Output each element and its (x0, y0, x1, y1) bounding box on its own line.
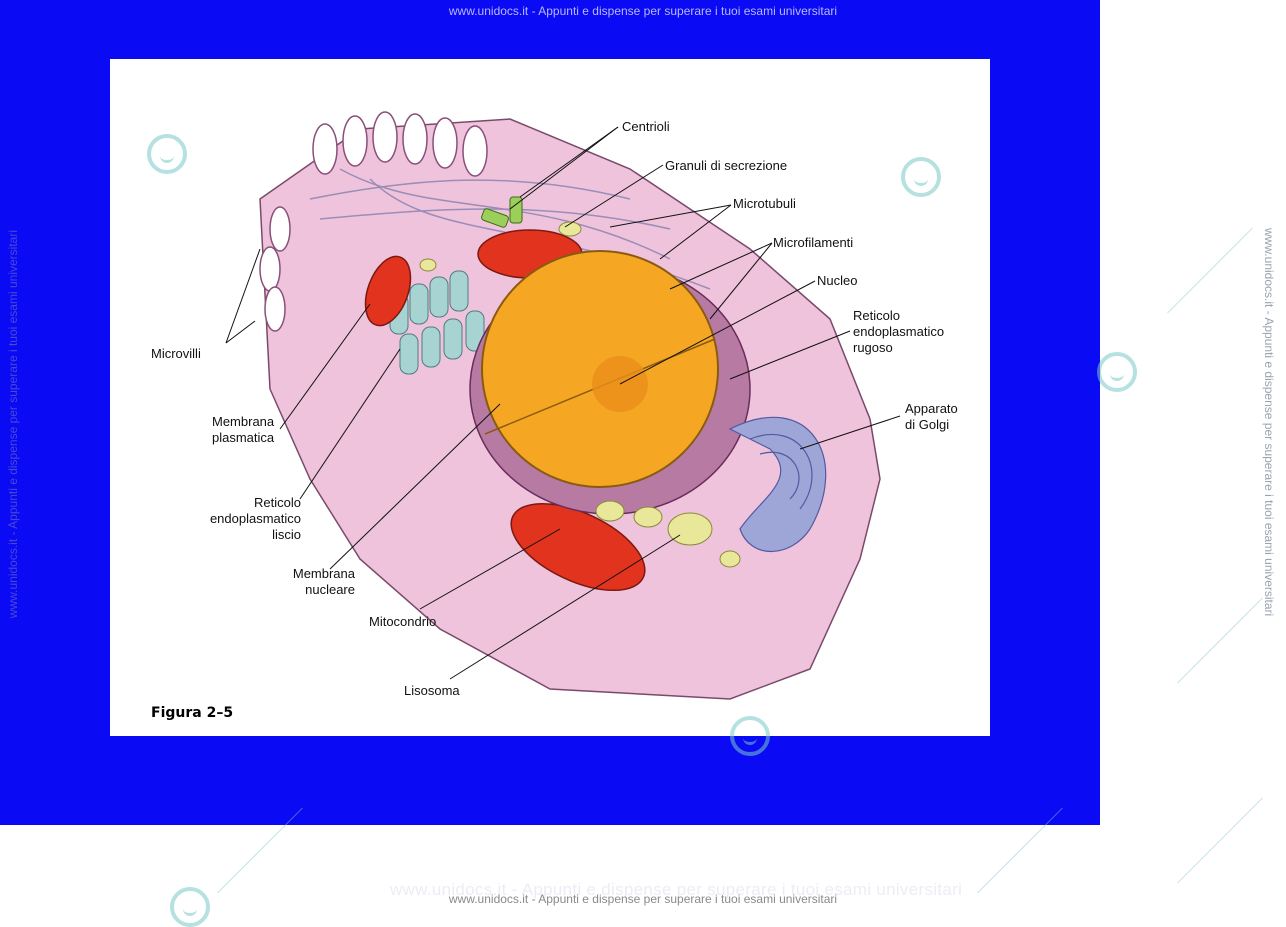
figure-caption: Figura 2–5 (151, 705, 233, 721)
label-granuli: Granuli di secrezione (665, 158, 787, 174)
watermark-stroke (1177, 798, 1263, 884)
label-microfilamenti: Microfilamenti (773, 235, 853, 251)
label-nucleo: Nucleo (817, 273, 857, 289)
cell-illustration (110, 59, 990, 736)
watermark-top: www.unidocs.it - Appunti e dispense per … (0, 4, 1286, 18)
watermark-side-left: www.unidocs.it - Appunti e dispense per … (6, 230, 20, 618)
label-mitocondrio: Mitocondrio (369, 614, 436, 630)
watermark-logo-icon (730, 716, 770, 756)
label-membrana-plasmatica: Membrana plasmatica (212, 414, 274, 446)
cell-figure: Centrioli Granuli di secrezione Microtub… (110, 59, 990, 736)
label-microvilli: Microvilli (151, 346, 201, 362)
watermark-stroke (1167, 228, 1253, 314)
label-golgi: Apparato di Golgi (905, 401, 958, 433)
watermark-stroke (1177, 598, 1263, 684)
watermark-logo-icon (147, 134, 187, 174)
watermark-logo-icon (901, 157, 941, 197)
label-membrana-nucleare: Membrana nucleare (270, 566, 355, 598)
watermark-side: www.unidocs.it - Appunti e dispense per … (1262, 228, 1276, 616)
watermark-bottom: www.unidocs.it - Appunti e dispense per … (0, 892, 1286, 906)
label-microtubuli: Microtubuli (733, 196, 796, 212)
watermark-logo-icon (1097, 352, 1137, 392)
label-ser: Reticolo endoplasmatico liscio (190, 495, 301, 543)
label-centrioli: Centrioli (622, 119, 670, 135)
label-lisosoma: Lisosoma (404, 683, 460, 699)
label-rer: Reticolo endoplasmatico rugoso (853, 308, 944, 356)
